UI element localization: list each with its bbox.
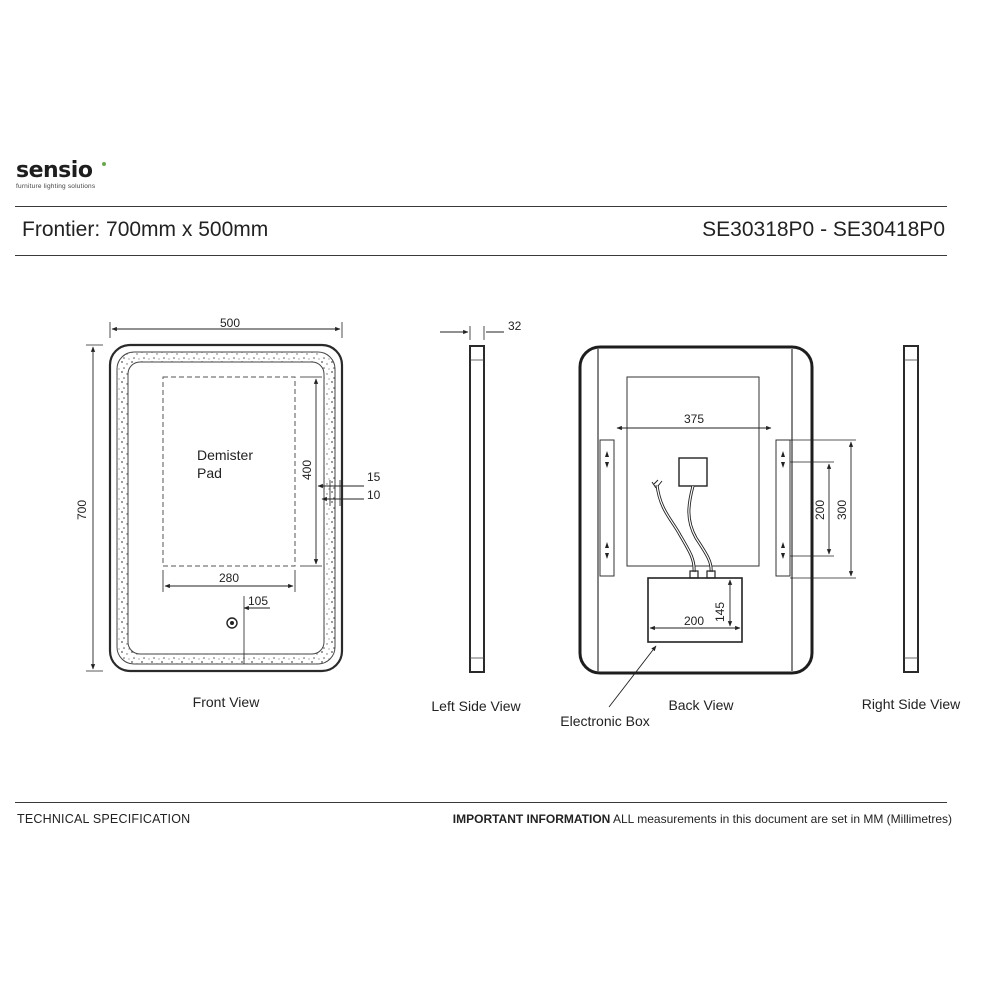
cable-left-core <box>656 484 695 573</box>
dim-105-label: 105 <box>248 594 268 608</box>
bracket-slot-icon <box>605 542 609 559</box>
back-view: 375 200 145 200 300 <box>560 345 856 729</box>
dim-width-label: 500 <box>220 316 240 330</box>
right-side-caption: Right Side View <box>862 696 961 712</box>
right-side-view: Right Side View <box>862 345 961 712</box>
front-led-band <box>116 351 336 665</box>
cable-gland <box>706 570 716 579</box>
footer-rule <box>15 802 947 803</box>
brand-tagline: furniture lighting solutions <box>16 183 96 190</box>
junction-box <box>678 457 708 487</box>
right-side-outline <box>903 345 919 673</box>
important-label: IMPORTANT INFORMATION <box>452 812 611 826</box>
bracket-slot-icon <box>781 451 785 468</box>
touch-switch-center <box>230 621 234 625</box>
footer-technical-spec: TECHNICAL SPECIFICATION <box>17 812 191 826</box>
product-title: Frontier: 700mm x 500mm <box>22 218 269 241</box>
cable-gland <box>689 570 699 579</box>
back-mirror-outline <box>578 345 814 675</box>
dim-depth-label: 32 <box>508 319 522 333</box>
electronic-box <box>647 577 743 643</box>
brand-dot-icon <box>102 162 106 166</box>
header-rule-bottom <box>15 255 947 256</box>
dim-pad-height-label: 400 <box>300 460 314 480</box>
dim-200-label: 200 <box>813 500 827 520</box>
dim-375-label: 375 <box>684 412 704 426</box>
dim-pad-width-label: 280 <box>219 571 239 585</box>
bracket-slot-icon <box>781 542 785 559</box>
important-text: ALL measurements in this document are se… <box>610 812 952 826</box>
touch-switch-icon <box>226 617 238 629</box>
front-view-caption: Front View <box>193 694 261 710</box>
demister-pad-label-1: Demister <box>197 447 253 463</box>
right-bracket <box>775 439 791 577</box>
dim-10-label: 10 <box>367 488 381 502</box>
product-codes: SE30318P0 - SE30418P0 <box>702 218 945 241</box>
bracket-slot-icon <box>605 451 609 468</box>
left-bracket <box>599 439 615 577</box>
wire-ends-icon <box>651 479 663 489</box>
dim-box-height-label: 145 <box>713 602 727 622</box>
back-pad <box>626 376 760 567</box>
footer-important-info: IMPORTANT INFORMATION ALL measurements i… <box>453 812 952 826</box>
dim-box-width-label: 200 <box>684 614 704 628</box>
electronic-box-label: Electronic Box <box>560 713 649 729</box>
dim-height-label: 700 <box>75 500 89 520</box>
brand-name: sensio <box>16 158 93 183</box>
electronic-box-leader <box>608 645 657 708</box>
header-rule-top <box>15 206 947 207</box>
front-view: Demister Pad 500 700 400 280 15 <box>75 316 381 710</box>
front-mirror-outline <box>108 343 344 673</box>
cable-right-core <box>688 485 712 573</box>
left-side-outline <box>469 345 485 673</box>
back-view-caption: Back View <box>668 697 734 713</box>
demister-pad <box>162 376 296 567</box>
left-side-view: 32 Left Side View <box>431 319 521 714</box>
left-side-caption: Left Side View <box>431 698 521 714</box>
dim-300-label: 300 <box>835 500 849 520</box>
demister-pad-label-2: Pad <box>197 465 222 481</box>
dim-15-label: 15 <box>367 470 381 484</box>
brand-logo: sensio furniture lighting solutions <box>16 158 106 190</box>
